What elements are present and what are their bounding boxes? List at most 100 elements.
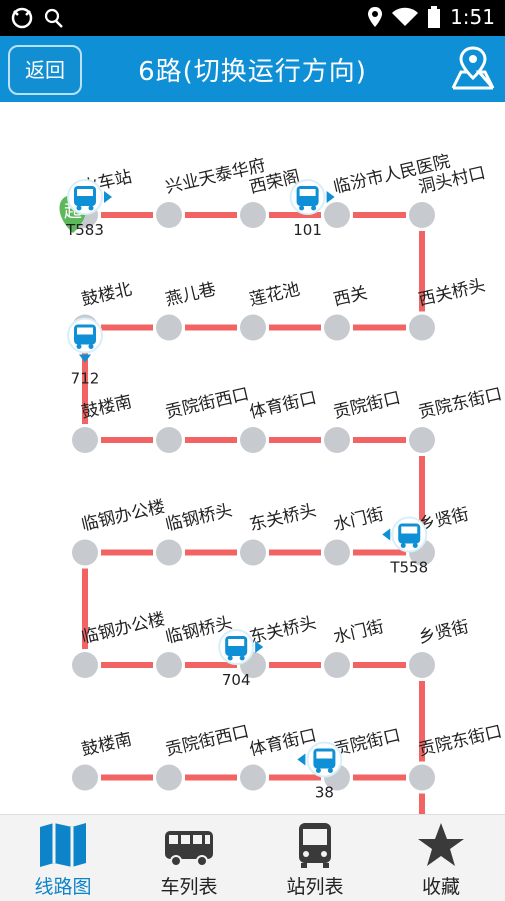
- stop-dot: [409, 314, 435, 341]
- tab-bus-list[interactable]: 车列表: [126, 815, 252, 901]
- stop-label: 莲花池: [248, 279, 302, 310]
- cat-icon: [11, 7, 63, 29]
- bus-wheel: [239, 655, 245, 661]
- stop-dot: [324, 539, 350, 566]
- stop-dot: [240, 314, 266, 341]
- tab-label: 收藏: [421, 876, 460, 898]
- stop-label: 鼓楼北: [80, 279, 134, 310]
- direction-arrow-icon: [255, 641, 264, 653]
- bus-wheel: [400, 543, 406, 548]
- bus-window: [228, 639, 245, 646]
- route-map[interactable]: 火车站兴业天泰华府西荣阁临汾市人民医院洞头村口鼓楼北燕儿巷莲花池西关西关桥头鼓楼…: [0, 102, 505, 814]
- map-location-icon[interactable]: [449, 44, 497, 92]
- stop-dot: [156, 764, 182, 791]
- stop-label: 乡贤街: [417, 617, 471, 648]
- stop-label: 体育街口: [248, 388, 319, 423]
- stop-label: 贡院街西口: [164, 722, 251, 761]
- bus-marker: 704: [218, 629, 264, 689]
- direction-arrow-icon: [382, 528, 391, 541]
- bus-marker: 712: [67, 317, 103, 388]
- bus-wheel: [311, 205, 317, 211]
- bus-marker: T558: [382, 516, 428, 577]
- bottom-tab-bar: 线路图 车列表 站列表 收藏: [0, 814, 505, 901]
- bus-wheel: [299, 205, 305, 211]
- location-icon: [368, 7, 383, 27]
- bus-wheel: [327, 768, 333, 773]
- stop-dot: [156, 202, 182, 228]
- direction-arrow-icon: [104, 191, 112, 203]
- stop-dot: [72, 539, 98, 566]
- stop-dot: [156, 314, 182, 341]
- stop-label: 贡院街西口: [164, 384, 251, 423]
- stop-dot: [156, 427, 182, 453]
- bus-wheel: [412, 543, 418, 548]
- status-time: 1:51: [450, 5, 495, 29]
- bus-number: 101: [293, 221, 322, 239]
- stop-dot: [240, 764, 266, 791]
- stop-dot: [324, 427, 350, 453]
- bus-wheel: [227, 655, 233, 661]
- status-left: [10, 6, 70, 35]
- stop-label: 燕儿巷: [164, 279, 218, 310]
- bus-number: T583: [65, 221, 104, 239]
- stop-dot: [409, 764, 435, 791]
- tab-label: 线路图: [34, 876, 92, 898]
- bus-window: [77, 327, 93, 335]
- direction-arrow-icon: [297, 753, 306, 766]
- app-header: 返回 6路(切换运行方向): [0, 36, 505, 102]
- bus-marker: T583: [65, 179, 112, 239]
- map-icon: [40, 823, 86, 867]
- bus-wheel: [88, 205, 94, 211]
- page-title[interactable]: 6路(切换运行方向): [138, 57, 367, 87]
- tab-station-list[interactable]: 站列表: [252, 815, 378, 901]
- stop-dot: [240, 539, 266, 566]
- tab-label: 站列表: [286, 876, 344, 898]
- tab-label: 车列表: [160, 876, 218, 898]
- route-diagram: 火车站兴业天泰华府西荣阁临汾市人民医院洞头村口鼓楼北燕儿巷莲花池西关西关桥头鼓楼…: [59, 152, 504, 814]
- stop-dot: [72, 652, 98, 678]
- search-icon: [44, 8, 63, 28]
- bus-window: [299, 189, 316, 196]
- back-button[interactable]: 返回: [8, 45, 82, 95]
- bus-number: 38: [315, 784, 334, 802]
- battery-icon: [428, 6, 441, 28]
- bus-window: [77, 189, 93, 196]
- stop-dot: [324, 202, 350, 228]
- stop-label: 临钢办公楼: [80, 497, 167, 536]
- direction-arrow-icon: [326, 191, 335, 203]
- bus-wheel: [88, 344, 94, 349]
- tab-route-map[interactable]: 线路图: [0, 815, 126, 901]
- bus-window: [401, 526, 418, 534]
- stop-label: 水门街: [332, 504, 386, 535]
- stop-dot: [240, 427, 266, 453]
- stop-label: 西关: [332, 283, 370, 310]
- bus-number: T558: [389, 559, 428, 577]
- stop-dot: [72, 427, 98, 453]
- stop-dot: [156, 539, 182, 566]
- bus-wheel: [315, 768, 321, 773]
- stop-label: 贡院街口: [332, 726, 403, 761]
- stop-dot: [409, 652, 435, 678]
- stop-label: 临钢桥头: [164, 501, 235, 536]
- stop-label: 临钢办公楼: [80, 609, 167, 648]
- stop-label: 贡院东街口: [417, 384, 504, 423]
- direction-arrow-icon: [79, 354, 91, 363]
- wifi-icon: [392, 7, 419, 26]
- bus-marker: 38: [297, 741, 343, 802]
- stop-dot: [324, 314, 350, 341]
- stop-label: 贡院街口: [332, 388, 403, 423]
- bus-front-icon: [299, 823, 331, 868]
- stop-dot: [72, 764, 98, 791]
- star-icon: [418, 823, 464, 866]
- stop-dot: [156, 652, 182, 678]
- bus-side-icon: [165, 831, 213, 867]
- bus-wheel: [76, 344, 82, 349]
- stop-label: 东关桥头: [248, 613, 319, 648]
- stop-label: 水门街: [332, 617, 386, 648]
- bus-marker: 101: [289, 179, 335, 239]
- tab-favorites[interactable]: 收藏: [378, 815, 504, 901]
- stop-label: 贡院东街口: [417, 722, 504, 761]
- status-bar: 1:51: [0, 0, 505, 36]
- bus-number: 712: [71, 370, 100, 388]
- stop-label: 东关桥头: [248, 501, 319, 536]
